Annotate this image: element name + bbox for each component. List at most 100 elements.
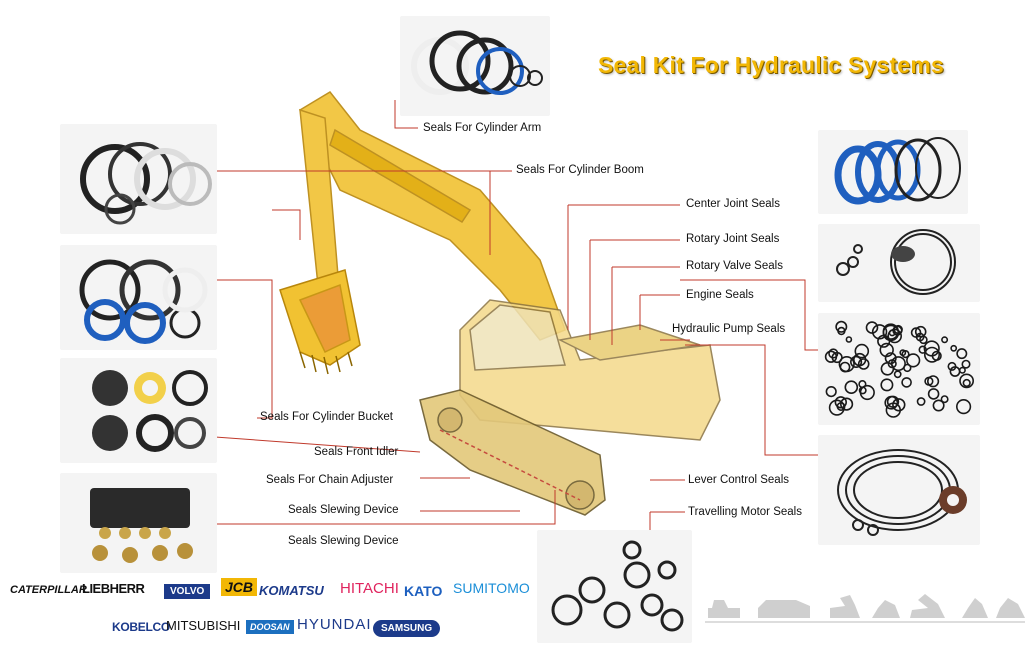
brand-liebherr: LIEBHERR bbox=[82, 581, 145, 596]
slewing-device-seals-image bbox=[60, 473, 217, 573]
o-ring bbox=[824, 350, 838, 363]
label-lever-control: Lever Control Seals bbox=[688, 474, 789, 486]
o-ring bbox=[882, 323, 900, 340]
o-ring bbox=[852, 352, 867, 367]
bulldozer-icon bbox=[708, 600, 740, 618]
o-ring bbox=[910, 327, 922, 338]
label-cylinder-bucket: Seals For Cylinder Bucket bbox=[260, 411, 393, 423]
machine-silhouettes bbox=[705, 594, 1025, 623]
o-ring bbox=[859, 384, 875, 401]
o-ring bbox=[892, 398, 906, 412]
label-front-idler: Seals Front Idler bbox=[314, 446, 399, 458]
o-ring bbox=[877, 334, 891, 348]
o-ring bbox=[940, 395, 949, 404]
label-chain-adjuster: Seals For Chain Adjuster bbox=[266, 474, 394, 486]
o-ring bbox=[835, 320, 848, 333]
o-ring bbox=[879, 342, 894, 358]
o-ring bbox=[880, 361, 895, 376]
excavator-icon bbox=[830, 595, 860, 618]
o-ring bbox=[959, 373, 974, 389]
brand-doosan: DOOSAN bbox=[246, 620, 294, 634]
o-ring bbox=[956, 398, 972, 415]
o-ring bbox=[916, 397, 926, 406]
brand-volvo: VOLVO bbox=[164, 584, 211, 599]
long-reach-excavator-icon bbox=[910, 594, 945, 618]
o-ring bbox=[880, 378, 894, 392]
o-ring bbox=[831, 351, 843, 364]
brand-hitachi: HITACHI bbox=[340, 580, 399, 597]
travelling-motor-seals-image bbox=[537, 530, 692, 643]
label-slewing-device-2: Seals Slewing Device bbox=[288, 535, 399, 547]
label-cylinder-arm: Seals For Cylinder Arm bbox=[423, 122, 542, 134]
o-ring bbox=[932, 399, 945, 412]
brand-sumitomo: SUMITOMO bbox=[453, 580, 530, 596]
o-ring bbox=[845, 336, 853, 343]
o-ring bbox=[839, 397, 854, 411]
label-rotary-valve: Rotary Valve Seals bbox=[686, 260, 783, 272]
o-ring bbox=[950, 344, 958, 352]
o-ring bbox=[962, 378, 971, 388]
label-travelling-motor: Travelling Motor Seals bbox=[688, 506, 802, 518]
brand-komatsu: KOMATSU bbox=[259, 583, 324, 598]
cylinder-arm-seals-image bbox=[400, 16, 550, 116]
o-ring bbox=[885, 402, 902, 418]
o-ring bbox=[941, 336, 949, 344]
o-ring bbox=[857, 358, 870, 370]
o-ring bbox=[901, 377, 912, 388]
o-ring bbox=[871, 324, 888, 340]
center-joint-seals-image bbox=[818, 130, 968, 214]
rotary-joint-seals-image bbox=[818, 224, 980, 302]
label-hydraulic-pump: Hydraulic Pump Seals bbox=[672, 323, 786, 335]
excavator-cab bbox=[459, 299, 721, 441]
leader-lines bbox=[214, 100, 818, 530]
brand-hyundai: HYUNDAI bbox=[297, 616, 372, 633]
brand-samsung: SAMSUNG bbox=[373, 620, 441, 637]
o-ring bbox=[837, 326, 846, 336]
excavator-track bbox=[419, 389, 606, 516]
brand-caterpillar: CATERPILLAR bbox=[10, 584, 87, 596]
o-ring bbox=[893, 370, 902, 379]
excavator-small-icon bbox=[872, 600, 900, 618]
label-slewing-device: Seals Slewing Device bbox=[288, 504, 399, 516]
label-center-joint: Center Joint Seals bbox=[686, 198, 780, 210]
cylinder-boom-seals-image bbox=[60, 124, 217, 234]
o-ring bbox=[884, 395, 899, 410]
page-title: Seal Kit For Hydraulic Systems bbox=[598, 52, 945, 78]
hydraulic-pump-seals-image bbox=[818, 313, 980, 425]
brand-mitsubishi: MITSUBISHI bbox=[166, 618, 241, 633]
brand-kato: KATO bbox=[404, 583, 443, 599]
o-ring bbox=[923, 340, 940, 357]
backhoe-icon bbox=[996, 598, 1025, 618]
excavator-bucket bbox=[279, 269, 361, 375]
o-ring bbox=[927, 388, 940, 400]
o-ring bbox=[958, 366, 966, 374]
o-ring bbox=[849, 355, 863, 369]
o-ring bbox=[844, 380, 859, 394]
o-ring bbox=[854, 343, 870, 359]
o-ring bbox=[919, 335, 928, 345]
cylinder-bucket-seals-image bbox=[60, 245, 217, 350]
o-ring bbox=[825, 385, 837, 398]
excavator-arm bbox=[299, 91, 566, 341]
o-ring bbox=[924, 376, 934, 386]
o-ring bbox=[924, 346, 941, 363]
mini-excavator-icon bbox=[962, 598, 988, 618]
o-ring bbox=[839, 361, 851, 373]
o-ring bbox=[899, 349, 907, 357]
label-engine: Engine Seals bbox=[686, 289, 754, 301]
o-ring bbox=[865, 321, 879, 334]
o-ring bbox=[926, 375, 940, 388]
machine-icons bbox=[708, 594, 1025, 618]
label-rotary-joint: Rotary Joint Seals bbox=[686, 233, 780, 245]
brand-kobelco: KOBELCO bbox=[112, 620, 170, 634]
o-ring bbox=[961, 359, 971, 369]
o-ring bbox=[834, 396, 847, 409]
o-ring bbox=[956, 348, 968, 360]
front-idler-seals-image bbox=[60, 358, 217, 463]
label-cylinder-boom: Seals For Cylinder Boom bbox=[516, 164, 644, 176]
lever-control-seals-image bbox=[818, 435, 980, 545]
brand-jcb: JCB bbox=[221, 578, 258, 596]
wheel-loader-icon bbox=[758, 600, 810, 618]
